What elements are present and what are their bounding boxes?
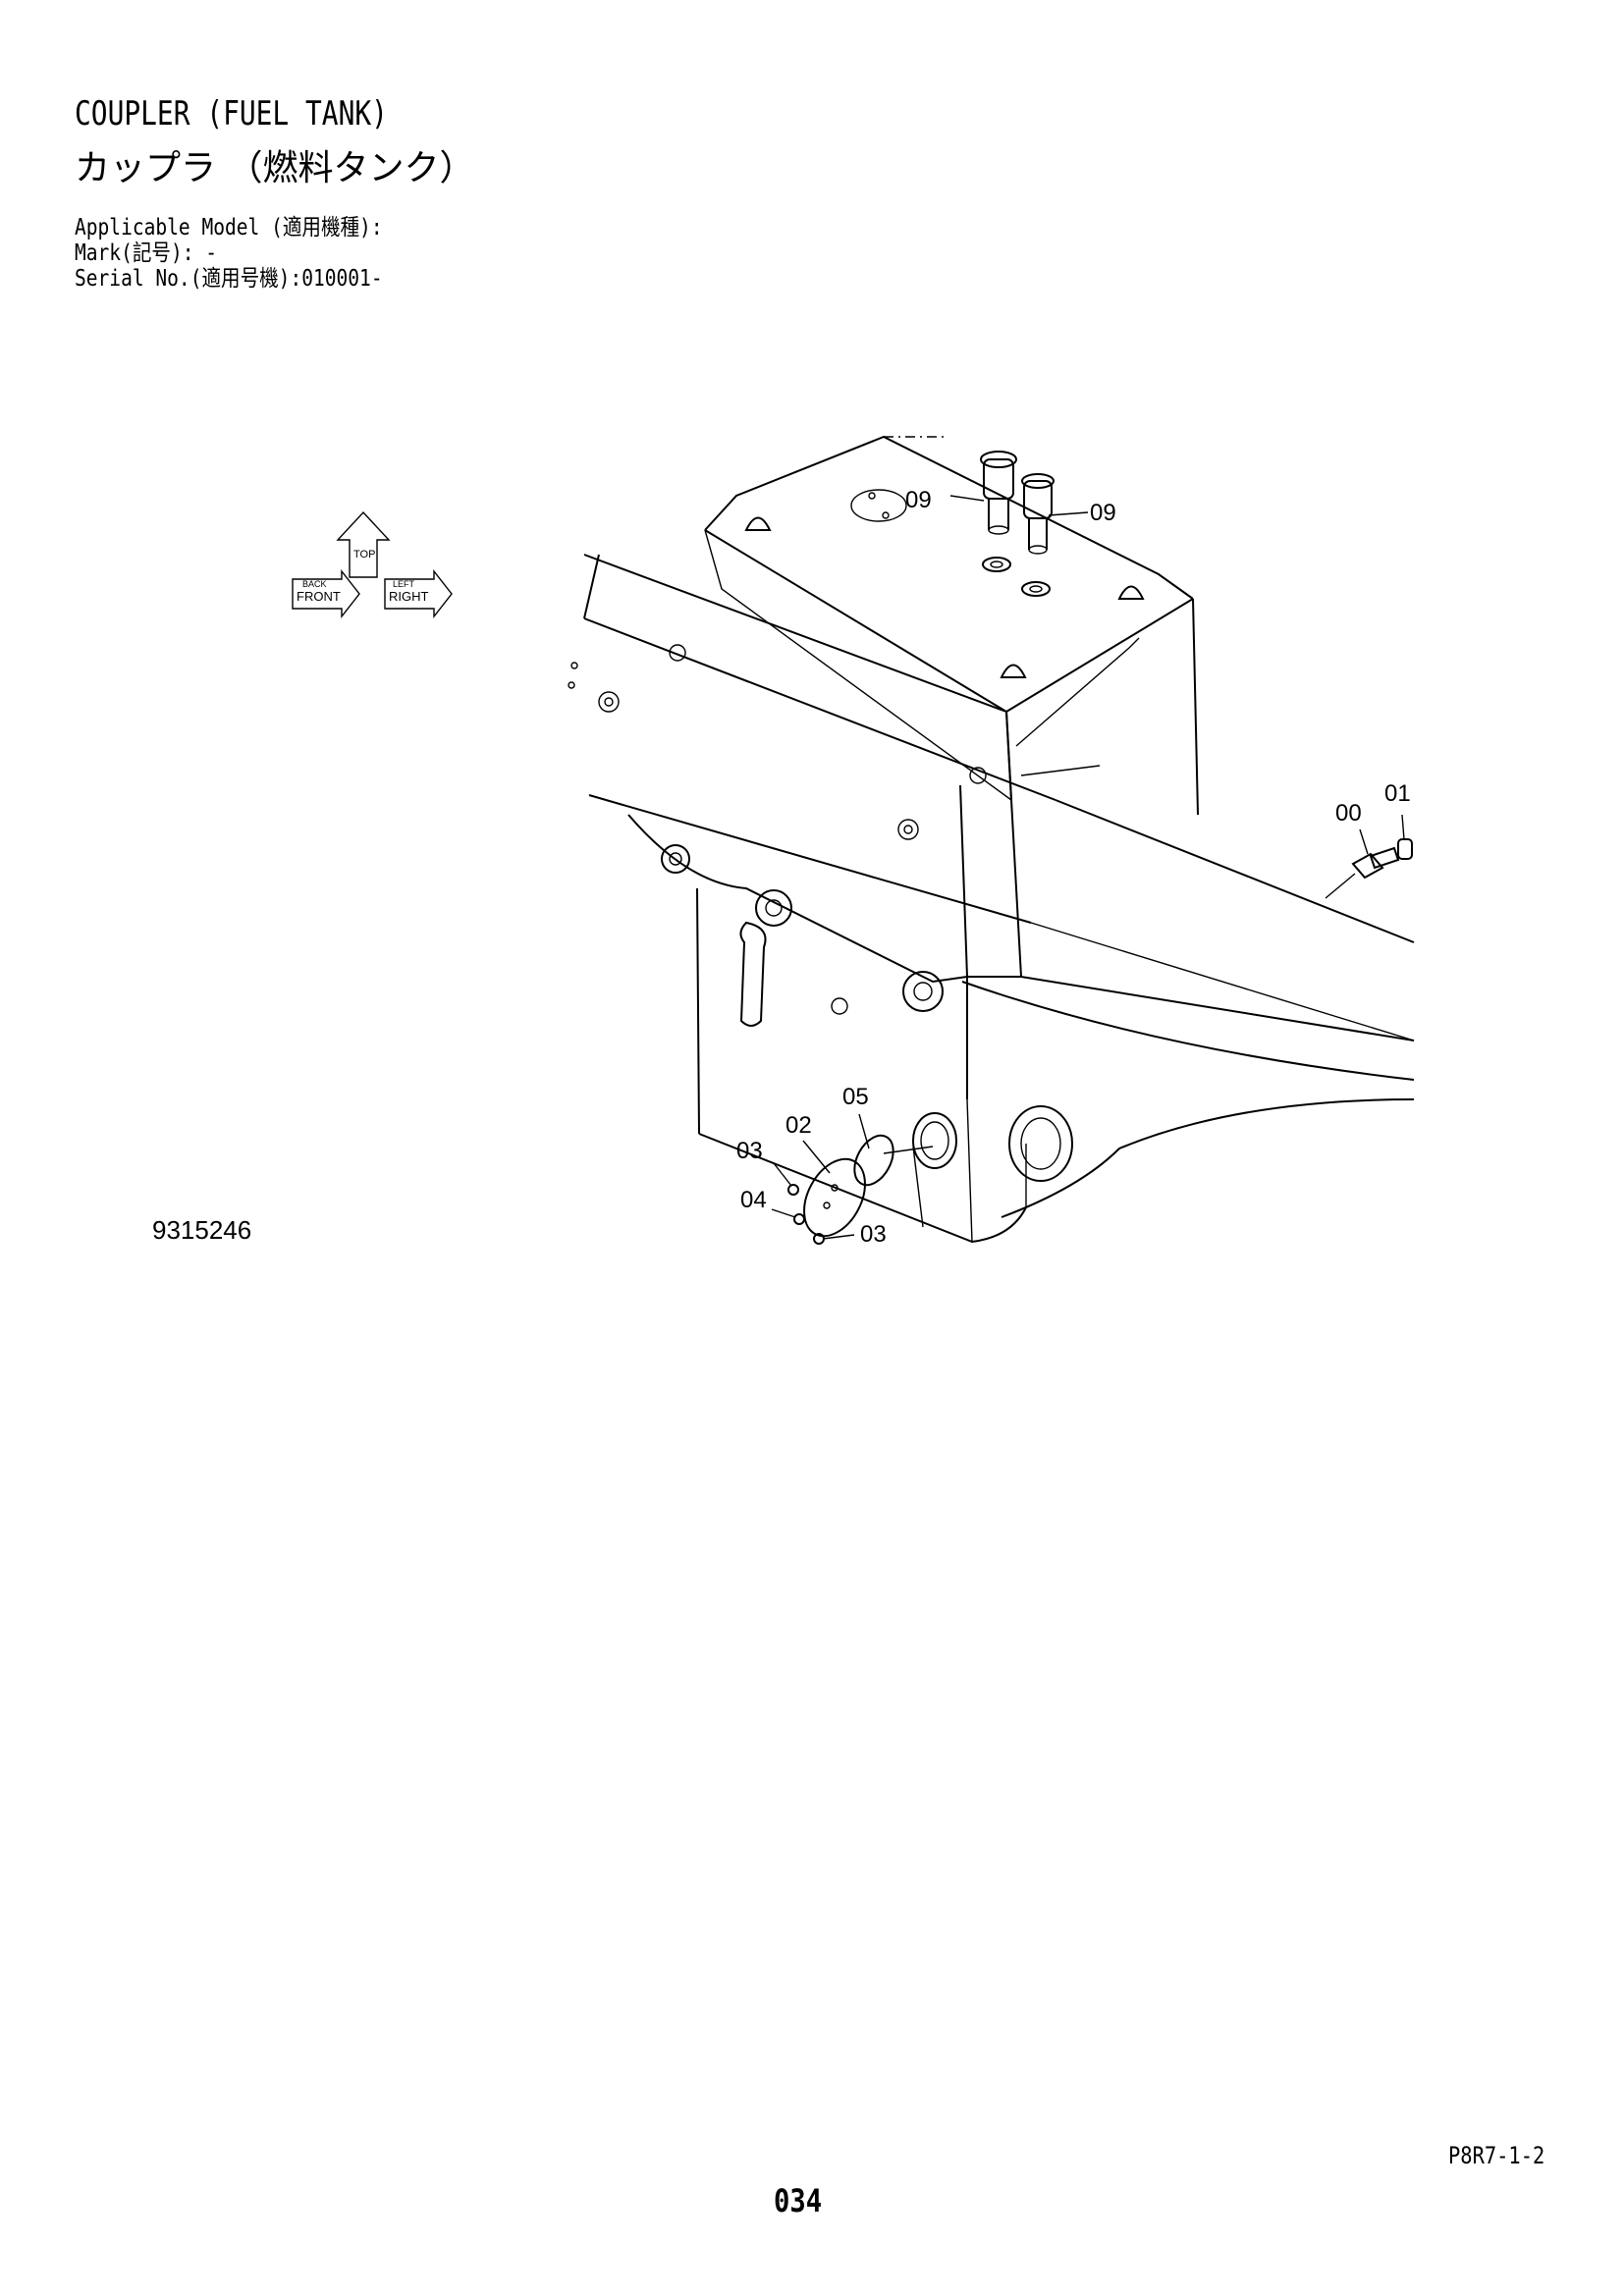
callout-01: 01: [1384, 780, 1411, 807]
callout-02: 02: [785, 1112, 812, 1139]
back-label: BACK: [302, 579, 327, 589]
callout-03-top: 03: [736, 1138, 763, 1164]
right-label: RIGHT: [389, 589, 429, 604]
coupler-09-left: [980, 451, 1017, 572]
front-label: FRONT: [297, 589, 341, 604]
callout-09-right: 09: [1090, 500, 1116, 526]
callout-04: 04: [740, 1187, 767, 1213]
title-english: COUPLER (FUEL TANK): [75, 94, 388, 133]
callout-05: 05: [842, 1084, 869, 1110]
left-label: LEFT: [393, 579, 415, 589]
orientation-compass-icon: FRONT RIGHT TOP BACK LEFT: [292, 510, 453, 619]
applicable-model: Applicable Model (適用機種):: [75, 215, 383, 240]
fuel-tank: [704, 435, 1199, 816]
mark: Mark(記号): -: [75, 240, 218, 266]
page-code: P8R7-1-2: [1448, 2142, 1545, 2169]
leader-lines: [771, 495, 1405, 1240]
page-number: 034: [774, 2182, 823, 2219]
swing-frame: [627, 814, 1415, 1244]
fitting-00-01: [1325, 838, 1413, 899]
serial-number: Serial No.(適用号機):010001-: [75, 266, 383, 292]
drawing-number: 9315246: [152, 1215, 252, 1245]
callout-00: 00: [1335, 800, 1362, 827]
callout-03-bottom: 03: [860, 1221, 887, 1248]
coupler-09-right: [1021, 473, 1055, 597]
top-label: TOP: [353, 549, 375, 561]
cover-assembly: [787, 1134, 934, 1245]
callout-09-left: 09: [905, 487, 932, 513]
title-japanese: カップラ （燃料タンク）: [75, 148, 475, 188]
frame-rail: [568, 554, 1415, 1041]
